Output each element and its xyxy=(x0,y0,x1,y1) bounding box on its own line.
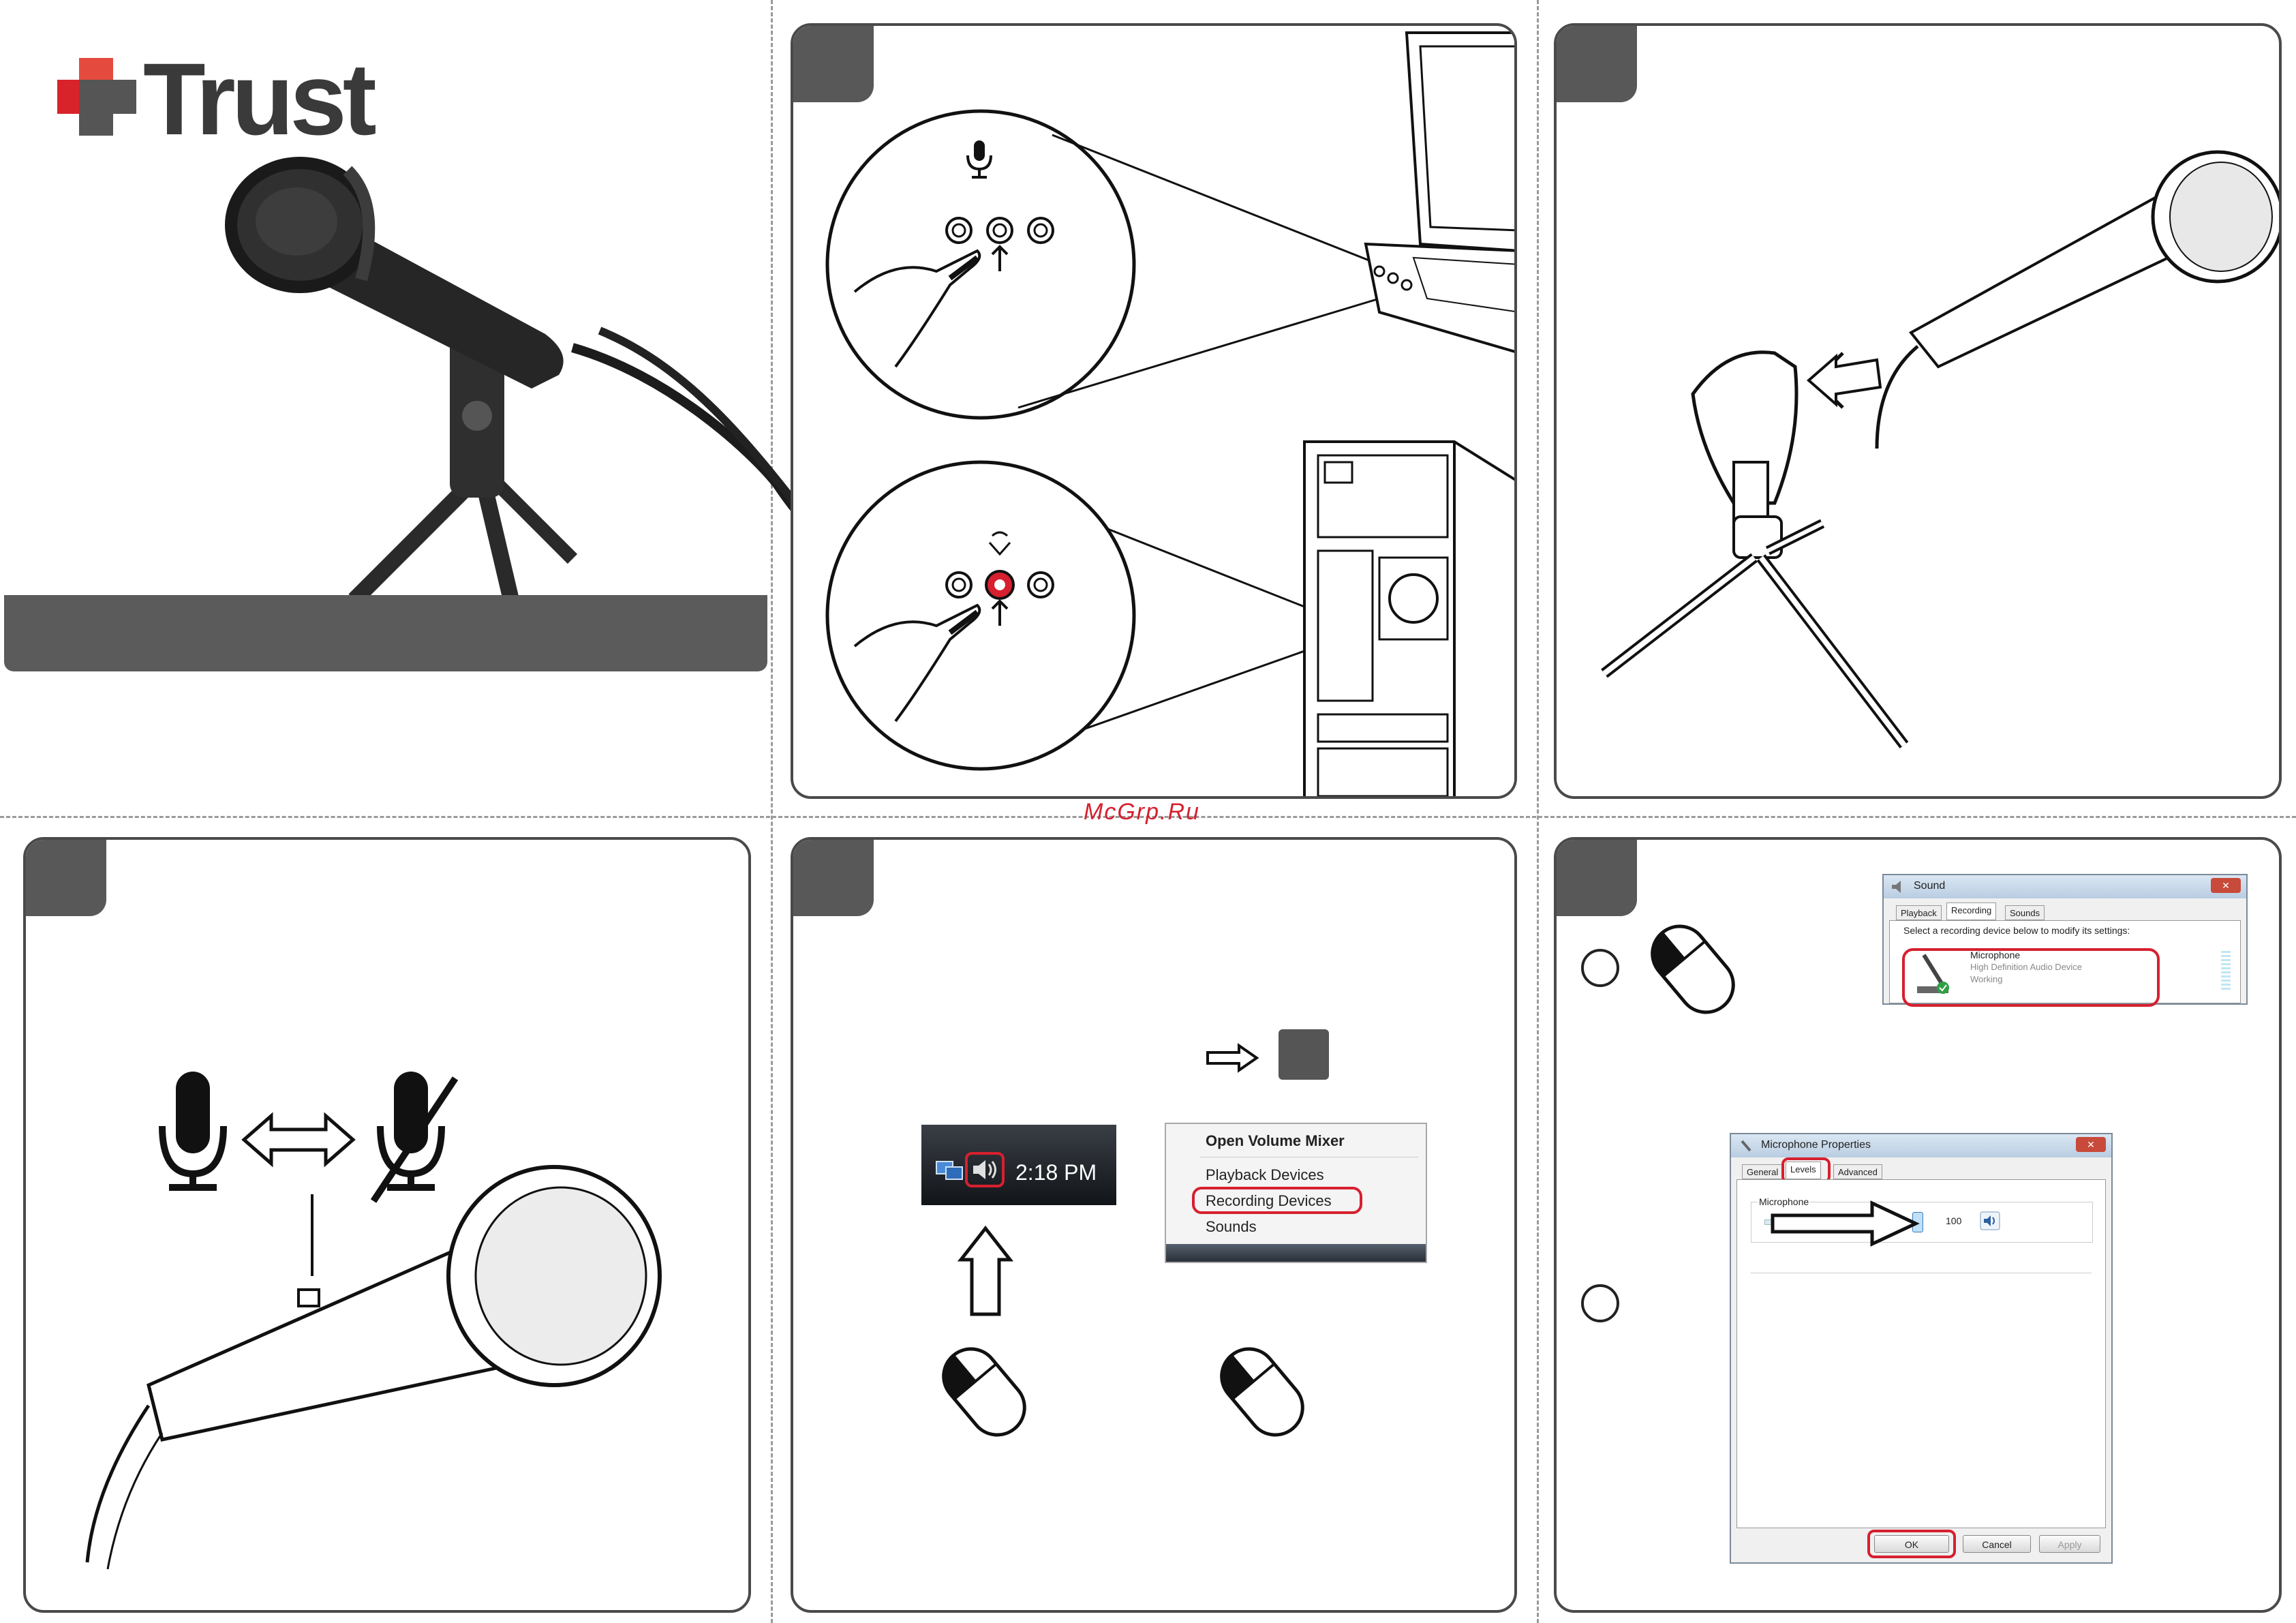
step-circle-b xyxy=(1581,1284,1619,1322)
context-menu: Open Volume Mixer Playback Devices Recor… xyxy=(1165,1123,1427,1263)
tab-recording[interactable]: Recording xyxy=(1946,902,1996,920)
panel-sound-settings: Sound ✕ Playback Recording Sounds Select… xyxy=(1554,837,2282,1613)
laptop-illustration xyxy=(1338,26,1517,380)
zoom-circle-pc xyxy=(814,462,1134,776)
step-tab xyxy=(793,840,874,916)
taskbar-clock: 2:18 PM xyxy=(1015,1160,1097,1185)
up-arrow-icon xyxy=(958,1226,1013,1321)
speaker-small-icon xyxy=(1891,879,1908,894)
step-circle-a xyxy=(1581,949,1619,987)
microphone-muted-icon xyxy=(373,1072,455,1201)
tab-general[interactable]: General xyxy=(1742,1164,1783,1179)
panel-mute-switch xyxy=(23,837,751,1613)
mic-props-titlebar: Microphone Properties ✕ xyxy=(1731,1134,2111,1157)
sound-dialog-title: Sound xyxy=(1914,880,1945,892)
mic-props-body: Microphone 100 xyxy=(1736,1179,2106,1528)
tab-advanced[interactable]: Advanced xyxy=(1833,1164,1882,1179)
microphone-on-icon xyxy=(162,1072,224,1187)
speaker-mute-toggle-icon[interactable] xyxy=(1980,1211,2000,1230)
mic-props-title: Microphone Properties xyxy=(1761,1139,1871,1151)
close-icon[interactable]: ✕ xyxy=(2076,1137,2106,1152)
recording-devices-highlight xyxy=(1192,1187,1362,1214)
cancel-button[interactable]: Cancel xyxy=(1963,1535,2031,1553)
title-band xyxy=(4,595,767,671)
sound-dialog-body: Select a recording device below to modif… xyxy=(1889,920,2241,1003)
cut-line-vertical-1 xyxy=(771,0,773,1623)
mouse-left-click-icon-2 xyxy=(1208,1337,1317,1446)
taskbar: 2:18 PM xyxy=(921,1125,1116,1205)
step-tab xyxy=(1557,840,1637,916)
level-meter xyxy=(2221,951,2231,992)
panel-attach-stand xyxy=(1554,23,2282,799)
ok-highlight xyxy=(1867,1530,1956,1558)
microphone-highlight xyxy=(1902,948,2160,1007)
speaker-highlight xyxy=(965,1152,1005,1187)
microphone-small-icon xyxy=(1738,1138,1756,1153)
mouse-left-click-icon xyxy=(930,1337,1039,1446)
menu-item-playback-devices[interactable]: Playback Devices xyxy=(1206,1166,1324,1184)
menu-item-open-volume-mixer[interactable]: Open Volume Mixer xyxy=(1206,1132,1345,1150)
right-arrow-icon xyxy=(1770,1200,1920,1248)
recording-instruction: Select a recording device below to modif… xyxy=(1903,925,2130,936)
trust-logo-mark-icon xyxy=(57,58,139,136)
menu-taskbar-strip xyxy=(1166,1244,1426,1262)
right-arrow-icon xyxy=(1205,1043,1259,1073)
panel-connect xyxy=(791,23,1517,799)
panel-taskbar: 2:18 PM Open Volume Mixer Playback Devic… xyxy=(791,837,1517,1613)
sound-dialog: Sound ✕ Playback Recording Sounds Select… xyxy=(1882,874,2248,1005)
mouse-double-click-icon xyxy=(1638,915,1747,1024)
apply-button[interactable]: Apply xyxy=(2039,1535,2100,1553)
tab-sounds[interactable]: Sounds xyxy=(2005,905,2045,920)
cut-line-vertical-2 xyxy=(1537,0,1539,1623)
close-icon[interactable]: ✕ xyxy=(2211,878,2241,893)
desktop-tower-illustration xyxy=(1298,414,1517,799)
microphone-properties-dialog: Microphone Properties ✕ General Levels A… xyxy=(1730,1133,2113,1564)
stand-illustration xyxy=(1557,26,2282,799)
step-marker xyxy=(1279,1029,1329,1080)
sound-dialog-titlebar: Sound ✕ xyxy=(1884,875,2246,898)
cover-section: Trust xyxy=(0,0,769,815)
network-icon xyxy=(936,1157,964,1182)
slider-value: 100 xyxy=(1946,1215,1961,1226)
watermark: McGrp.Ru xyxy=(1084,799,1200,825)
microphone-photo xyxy=(191,130,750,600)
mute-switch-illustration xyxy=(26,840,751,1613)
tab-playback[interactable]: Playback xyxy=(1896,905,1942,920)
menu-item-sounds[interactable]: Sounds xyxy=(1206,1218,1257,1236)
